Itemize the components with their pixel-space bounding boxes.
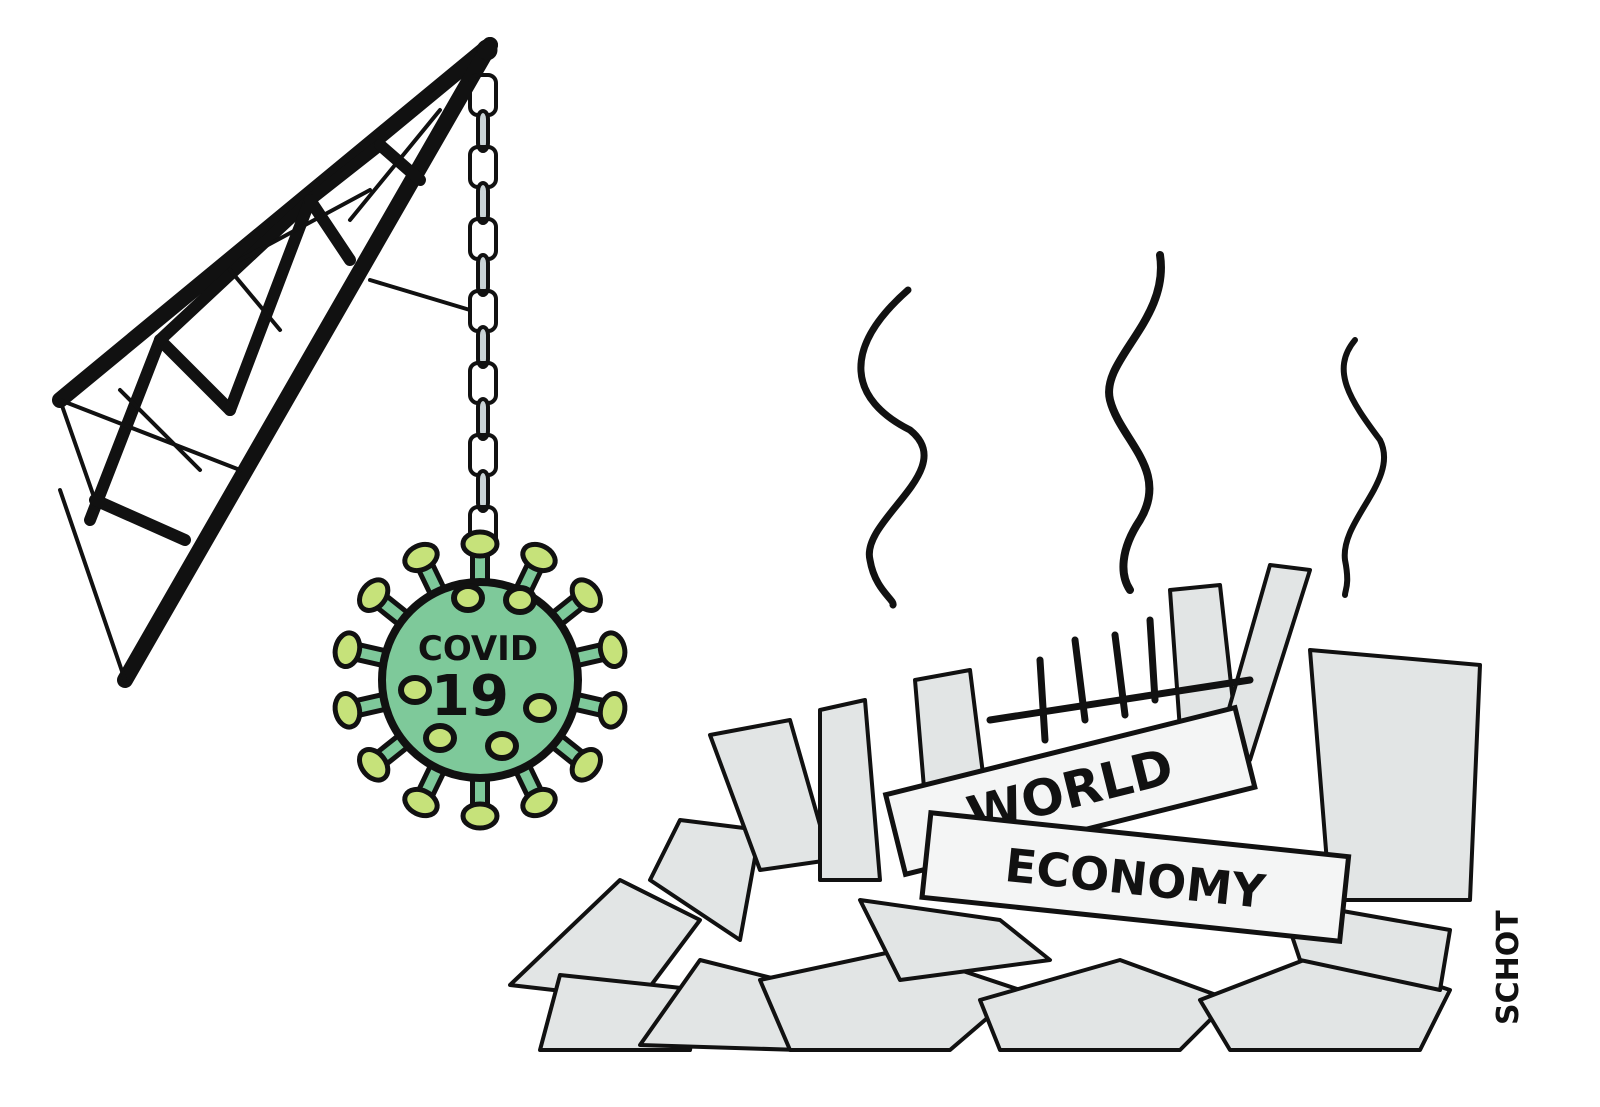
spike-tip [460,801,500,831]
chain-link [476,181,490,225]
virus-label-covid: COVID [418,629,538,669]
chain [468,73,498,585]
spike-tip [402,541,440,574]
chain-link [476,109,490,153]
virus-label-19: 19 [431,664,509,729]
chain-link [476,397,490,441]
crane-boom [52,37,498,688]
virus-wrecking-ball [332,529,628,831]
fence-posts [986,616,1254,744]
virus-dot [485,731,519,761]
spike-tip [597,690,628,730]
spike-tip [520,786,558,819]
economy-sign: ECONOMY [919,810,1352,944]
spike-tip [597,630,628,670]
virus-dot [423,723,457,753]
chain-link [476,469,490,513]
chain-link [476,253,490,297]
spike-tip [569,577,603,613]
artist-signature: SCHOT [1491,910,1526,1025]
spike-tip [332,630,363,670]
spike-tip [332,690,363,730]
spike-tip [357,577,391,613]
spike-tip [460,529,500,559]
spike-tip [402,786,440,819]
virus-dot [398,675,432,705]
spike-tip [357,747,391,783]
rubble-pile [508,563,1482,1052]
virus-dot [523,693,557,723]
smoke-lines [857,251,1388,609]
spike-tip [569,747,603,783]
virus-dot [451,583,485,613]
chain-link [476,325,490,369]
spike-tip [520,541,558,574]
virus-dot [503,585,537,615]
